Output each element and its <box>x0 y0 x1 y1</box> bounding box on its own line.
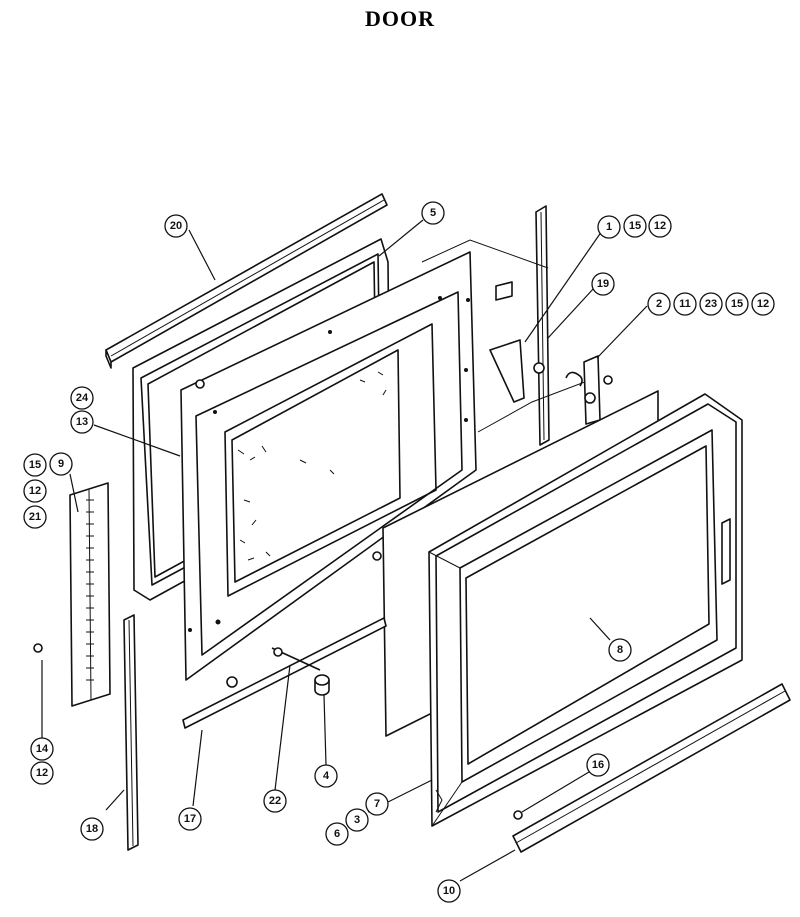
callout-12: 12 <box>751 292 775 316</box>
callout-20: 20 <box>164 214 188 238</box>
svg-text:19: 19 <box>597 278 609 290</box>
callout-21: 21 <box>23 505 47 529</box>
svg-text:7: 7 <box>374 798 380 810</box>
callout-16: 16 <box>586 753 610 777</box>
callout-7: 7 <box>365 792 389 816</box>
callout-17: 17 <box>178 807 202 831</box>
part-17-bottom-strip <box>182 617 387 729</box>
part-22-pin <box>271 647 321 671</box>
callout-15: 15 <box>725 292 749 316</box>
callout-3: 3 <box>345 808 369 832</box>
callout-15: 15 <box>23 453 47 477</box>
callout-1: 1 <box>597 215 621 239</box>
svg-text:5: 5 <box>430 207 436 219</box>
svg-text:14: 14 <box>36 743 49 755</box>
svg-text:3: 3 <box>354 814 360 826</box>
part-20-top-channel <box>105 193 388 369</box>
mounting-bracket-lines <box>421 239 591 433</box>
callout-23: 23 <box>699 292 723 316</box>
svg-text:18: 18 <box>86 823 98 835</box>
part-19-vertical-rod <box>533 205 550 446</box>
svg-text:1: 1 <box>606 221 612 233</box>
callout-15: 15 <box>623 214 647 238</box>
latch-assembly <box>565 355 613 425</box>
diagram-title: DOOR <box>365 6 435 31</box>
callout-18: 18 <box>80 817 104 841</box>
part-4-knob <box>314 674 330 696</box>
svg-text:6: 6 <box>334 828 340 840</box>
svg-text:22: 22 <box>269 795 281 807</box>
callout-24: 24 <box>70 386 94 410</box>
part-16-screw <box>513 810 523 820</box>
callout-22: 22 <box>263 789 287 813</box>
svg-text:15: 15 <box>29 459 41 471</box>
callout-9: 9 <box>49 452 73 476</box>
svg-text:11: 11 <box>679 298 691 310</box>
svg-text:4: 4 <box>323 770 330 782</box>
svg-text:21: 21 <box>29 511 41 523</box>
callout-8: 8 <box>608 638 632 662</box>
svg-text:9: 9 <box>58 458 64 470</box>
callout-14: 14 <box>30 737 54 761</box>
svg-text:15: 15 <box>731 298 743 310</box>
callout-10: 10 <box>437 879 461 903</box>
svg-text:2: 2 <box>656 298 662 310</box>
svg-text:13: 13 <box>76 416 88 428</box>
svg-text:8: 8 <box>617 644 623 656</box>
svg-text:10: 10 <box>443 885 455 897</box>
callout-19: 19 <box>591 272 615 296</box>
callout-11: 11 <box>673 292 697 316</box>
svg-text:12: 12 <box>654 220 666 232</box>
svg-text:12: 12 <box>36 767 48 779</box>
part-9-hinge <box>33 482 111 707</box>
part-10-bottom-trim <box>512 683 791 853</box>
callout-12: 12 <box>30 761 54 785</box>
leader-lines <box>41 219 648 882</box>
callout-12: 12 <box>648 214 672 238</box>
svg-text:16: 16 <box>592 759 604 771</box>
svg-text:15: 15 <box>629 220 641 232</box>
callout-2: 2 <box>647 292 671 316</box>
callout-12: 12 <box>23 479 47 503</box>
svg-text:17: 17 <box>184 813 196 825</box>
svg-text:23: 23 <box>705 298 717 310</box>
part-13-inner-panel <box>180 251 477 688</box>
svg-text:12: 12 <box>757 298 769 310</box>
callout-13: 13 <box>70 410 94 434</box>
callout-4: 4 <box>314 764 338 788</box>
callout-6: 6 <box>325 822 349 846</box>
part-18-side-strip <box>123 614 139 851</box>
svg-text:12: 12 <box>29 485 41 497</box>
callout-5: 5 <box>421 201 445 225</box>
svg-text:20: 20 <box>170 220 182 232</box>
svg-text:24: 24 <box>76 392 89 404</box>
